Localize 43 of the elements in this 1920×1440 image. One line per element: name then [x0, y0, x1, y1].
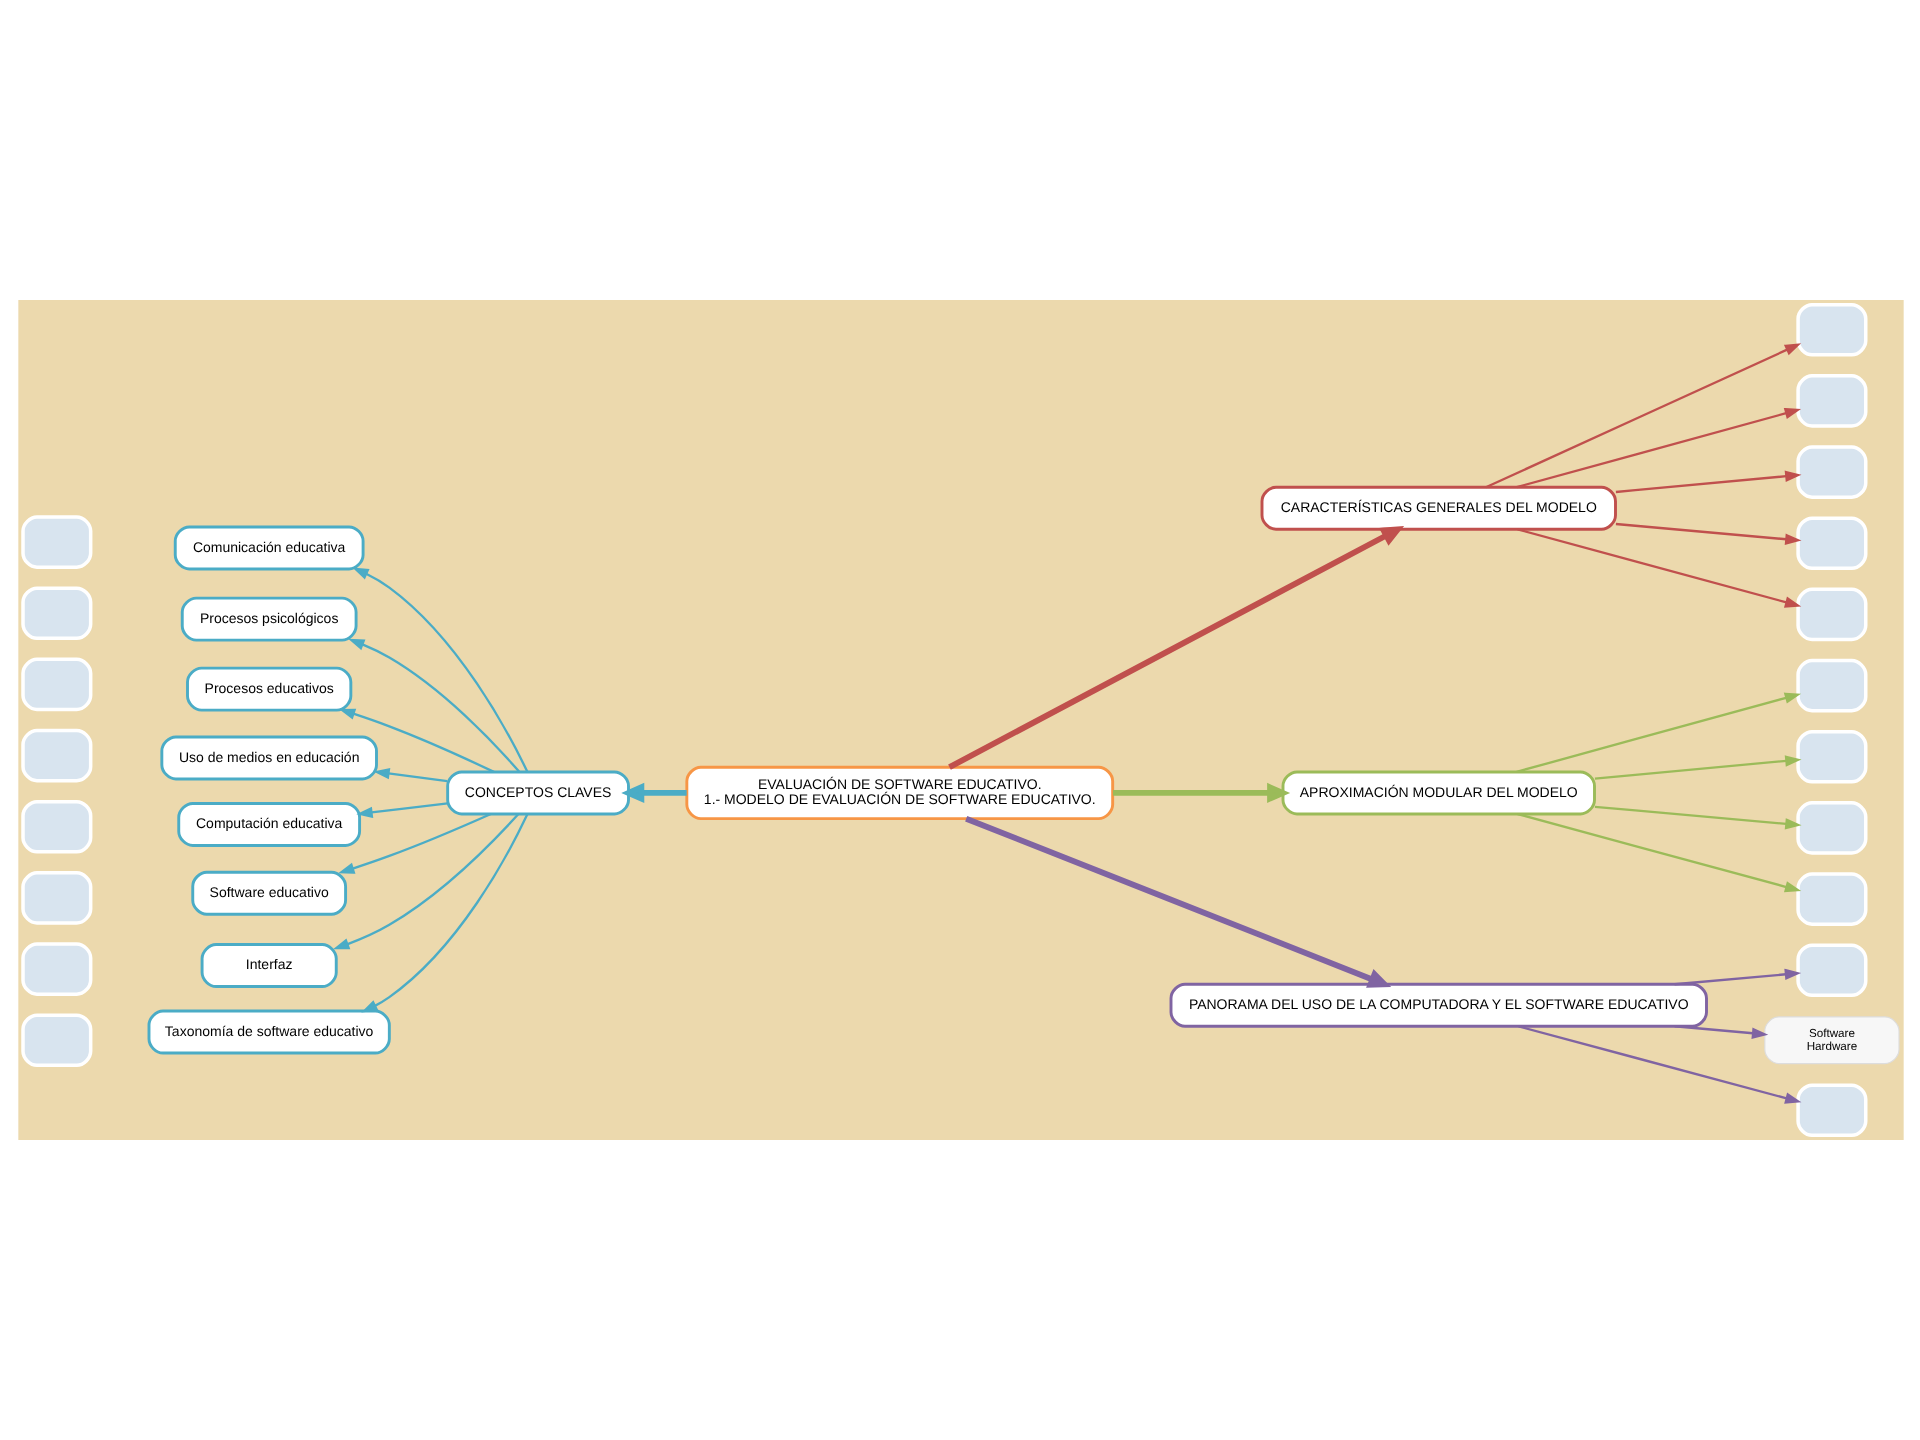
node-box	[1795, 374, 1867, 428]
arrow	[332, 813, 519, 950]
arrow	[372, 767, 447, 783]
arrow	[1673, 968, 1801, 986]
node-box	[1795, 801, 1867, 855]
node-box	[20, 942, 92, 996]
arrow	[964, 816, 1391, 988]
node-box	[20, 515, 92, 569]
arrow	[1593, 805, 1801, 830]
arrow	[620, 782, 686, 803]
node-box	[1795, 729, 1867, 784]
arrow	[1515, 692, 1801, 773]
arrow	[1593, 755, 1801, 780]
node-box	[1795, 587, 1867, 642]
node-box	[1795, 445, 1867, 499]
node-box	[20, 657, 92, 712]
arrow	[360, 813, 528, 1013]
arrow	[347, 638, 519, 773]
node-box	[20, 586, 92, 641]
arrow	[1614, 522, 1801, 545]
arrow	[337, 708, 494, 773]
arrow	[351, 567, 528, 773]
node-box	[20, 871, 92, 925]
arrow	[337, 812, 491, 874]
arrow	[1484, 343, 1801, 489]
arrow	[1517, 1025, 1801, 1104]
arrow	[1516, 812, 1801, 893]
arrow	[1112, 782, 1290, 803]
node-box	[20, 799, 92, 854]
node-box	[1795, 658, 1867, 713]
node-box	[1795, 1083, 1867, 1138]
node-box	[20, 728, 92, 783]
node-box	[1795, 943, 1867, 998]
node-box	[20, 1013, 92, 1068]
arrow	[1516, 528, 1801, 608]
arrow	[355, 802, 447, 819]
node-box	[1795, 302, 1867, 357]
arrow	[1673, 1025, 1768, 1039]
node-box	[1795, 516, 1867, 571]
node-box	[1795, 872, 1867, 926]
arrow	[1515, 407, 1801, 489]
arrow	[1614, 470, 1801, 494]
arrow	[947, 526, 1404, 770]
